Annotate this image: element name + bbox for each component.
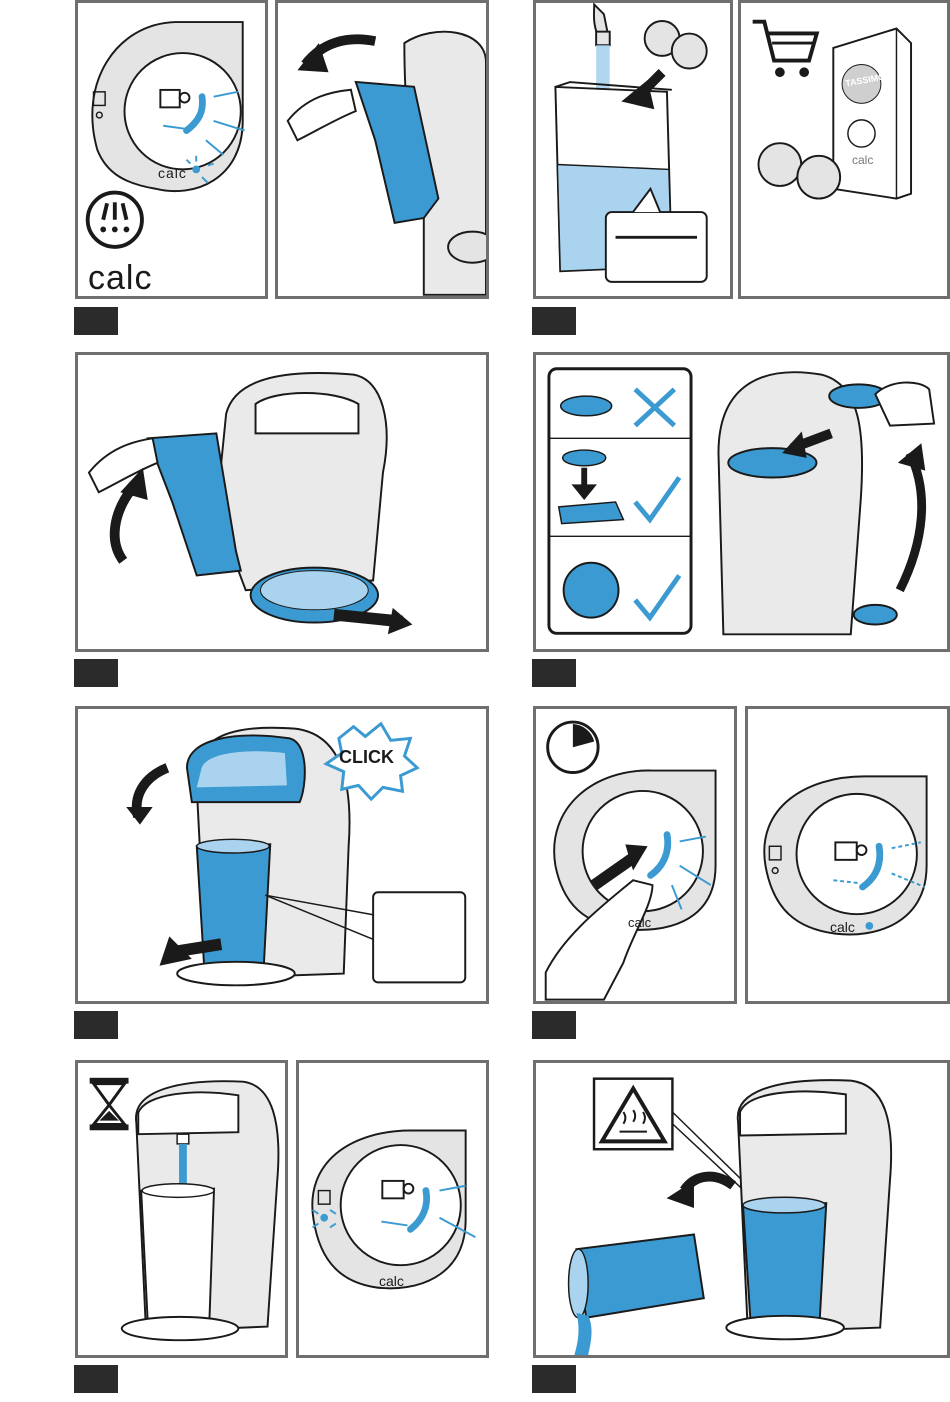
step-tab-6 [532, 1011, 576, 1039]
step-tab-7 [74, 1365, 118, 1393]
step-tab-3 [74, 659, 118, 687]
panel-descaling-running [75, 1060, 288, 1358]
panel-fill-tank [533, 0, 733, 299]
panel-calc-indicator: calc calc [75, 0, 268, 299]
cart-icon [753, 22, 817, 77]
step-tab-2 [532, 307, 576, 335]
calc-label-tank: calc [379, 1273, 404, 1289]
hot-surface-warning-icon [594, 1079, 672, 1150]
panel-tank-light: calc [296, 1060, 489, 1358]
empty-cup-illustration [536, 1063, 947, 1355]
calc-ring-illustration [78, 3, 265, 296]
step-tab-1 [74, 307, 118, 335]
insert-disc-illustration [536, 355, 947, 649]
fill-tank-illustration [536, 3, 730, 296]
tank-light-illustration [299, 1063, 486, 1355]
close-lid-illustration [78, 709, 486, 1001]
panel-buy-tablets: TASSIMO calc [738, 0, 950, 299]
panel-insert-disc [533, 352, 950, 652]
step-tab-8 [532, 1365, 576, 1393]
calc-label-small: calc [158, 165, 187, 181]
press-button-illustration [536, 709, 734, 1001]
calc-label-large: calc [88, 259, 152, 298]
click-label: CLICK [339, 747, 394, 768]
step-tab-5 [74, 1011, 118, 1039]
calc-label-press: calc [628, 915, 651, 930]
panel-empty-cup [533, 1060, 950, 1358]
panel-close-lid: CLICK [75, 706, 489, 1004]
step-tab-4 [532, 659, 576, 687]
buy-tablets-illustration [741, 3, 947, 296]
calc-box-label: calc [852, 153, 873, 167]
panel-press-button: calc [533, 706, 737, 1004]
remove-tank-illustration [278, 3, 486, 296]
panel-remove-tank [275, 0, 489, 299]
stopwatch-icon [548, 722, 598, 772]
hourglass-icon [90, 1078, 129, 1130]
panel-indicator-flashing: calc [745, 706, 950, 1004]
remove-holder-illustration [78, 355, 486, 649]
indicator-flashing-illustration [748, 709, 947, 1001]
calc-label-flash: calc [830, 919, 855, 935]
descale-icon [88, 193, 142, 247]
panel-remove-holder [75, 352, 489, 652]
descaling-running-illustration [78, 1063, 285, 1355]
